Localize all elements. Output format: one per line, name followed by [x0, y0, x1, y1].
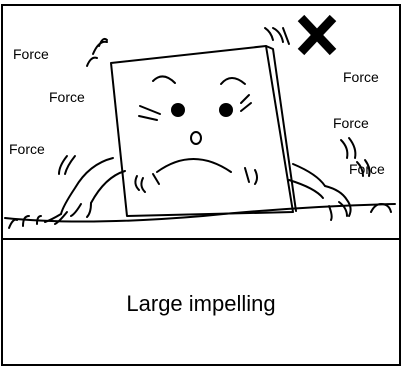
- eye-stress: [139, 106, 160, 120]
- nose: [191, 132, 201, 144]
- strain-mark: [341, 138, 355, 158]
- force-label: Force: [349, 161, 385, 177]
- force-label: Force: [13, 46, 49, 62]
- right-eyebrow: [221, 78, 245, 84]
- left-arm: [61, 158, 125, 214]
- caption: Large impelling: [3, 291, 399, 317]
- force-label: Force: [9, 141, 45, 157]
- cheek-mark: [135, 176, 145, 192]
- strain-mark: [265, 28, 283, 42]
- eye-stress: [241, 95, 251, 111]
- strain-mark: [87, 39, 107, 66]
- force-label: Force: [343, 69, 379, 85]
- left-eye: [171, 103, 185, 117]
- right-eye: [219, 103, 233, 117]
- force-label: Force: [333, 115, 369, 131]
- x-mark-icon: [301, 18, 333, 52]
- cheek-mark: [245, 168, 257, 184]
- illustration: Force Force Force Force Force Force: [3, 6, 399, 238]
- ground-texture: [9, 216, 41, 228]
- panel-divider: [3, 238, 399, 240]
- mouth-corner: [153, 174, 159, 184]
- left-eyebrow: [153, 76, 175, 83]
- force-label: Force: [49, 89, 85, 105]
- strain-mark: [59, 156, 75, 174]
- diagram-panel: Force Force Force Force Force Force Larg…: [1, 4, 401, 366]
- right-hand: [325, 186, 351, 220]
- mouth: [157, 159, 231, 172]
